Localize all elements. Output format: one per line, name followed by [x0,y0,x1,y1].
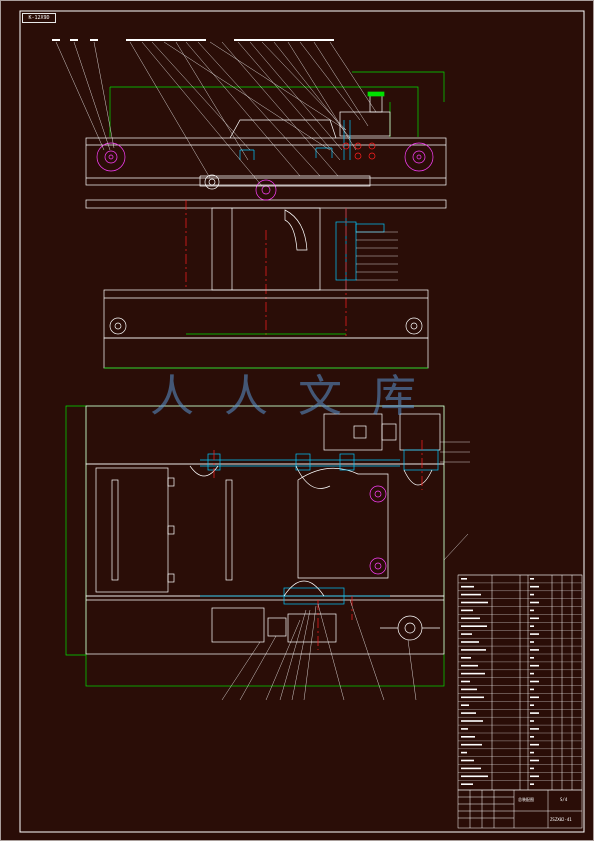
parts-row-material-mark [530,649,539,651]
parts-row-text-mark [461,743,482,746]
parts-row-text-mark [461,767,481,770]
front-view [65,405,445,687]
parts-row-text-mark [461,633,472,635]
watermark: 人人文库 [150,371,446,422]
wheel-left [96,142,126,172]
parts-row-text-mark [461,601,488,604]
parts-row-material-mark [530,601,539,604]
parts-row-material-mark [530,688,534,691]
parts-row-material-mark [530,704,534,706]
parts-row-text-mark [461,775,488,778]
corner-tag: K-12X9D [22,13,56,23]
parts-row-text-mark [461,649,486,651]
parts-row-material-mark [530,593,534,596]
parts-row-material-mark [530,657,534,659]
parts-row-text-mark [461,617,480,620]
parts-row-text-mark [461,593,481,596]
parts-row-material-mark [530,751,534,754]
parts-row-material-mark [530,617,539,620]
sheet-label: S/4 [560,797,568,802]
title-block [457,789,583,829]
parts-row-text-mark [461,712,476,714]
parts-row-text-mark [461,657,471,659]
parts-row-material-mark [530,767,534,770]
inner-frame [19,10,585,833]
parts-row-material-mark [530,759,539,762]
parts-row-text-mark [461,736,475,738]
stamp-text: 总装配图 [518,797,534,802]
parts-row-text-mark [461,759,474,762]
parts-row-material-mark [530,585,539,588]
parts-row-text-mark [461,728,468,730]
parts-row-text-mark [461,688,477,691]
drawing-number: ZSZX02-41 [550,817,572,822]
parts-row-text-mark [461,704,469,706]
parts-row-material-mark [530,672,534,675]
parts-row-text-mark [461,720,483,722]
wheel-right [404,142,434,172]
parts-row-material-mark [530,743,539,746]
parts-row-text-mark [461,585,474,588]
parts-row-material-mark [530,664,539,667]
parts-row-text-mark [461,696,484,699]
parts-row-text-mark [461,609,473,612]
parts-row-material-mark [530,783,534,785]
parts-list-rows [458,574,582,781]
parts-row-text-mark [461,664,478,667]
parts-row-text-mark [461,641,479,643]
parts-row-text-mark [461,751,467,754]
parts-row-text-mark [461,672,485,675]
wheel-center [255,179,277,201]
front-callouts [221,441,470,701]
parts-row-material-mark [530,728,539,730]
parts-row-material-mark [530,578,534,580]
parts-row-text-mark [461,783,473,785]
parts-list-entries [461,578,539,785]
top-view [85,71,447,369]
parts-row-material-mark [530,720,534,722]
parts-list [457,574,583,791]
parts-row-material-mark [530,641,534,643]
parts-row-material-mark [530,633,539,635]
parts-row-material-mark [530,775,539,778]
parts-row-material-mark [530,696,539,699]
parts-row-material-mark [530,680,539,683]
parts-row-material-mark [530,609,534,612]
parts-row-text-mark [461,578,467,580]
parts-row-text-mark [461,680,470,683]
parts-row-material-mark [530,736,534,738]
parts-row-material-mark [530,625,534,627]
parts-row-material-mark [530,712,539,714]
parts-row-text-mark [461,625,487,627]
top-callouts [52,39,398,281]
